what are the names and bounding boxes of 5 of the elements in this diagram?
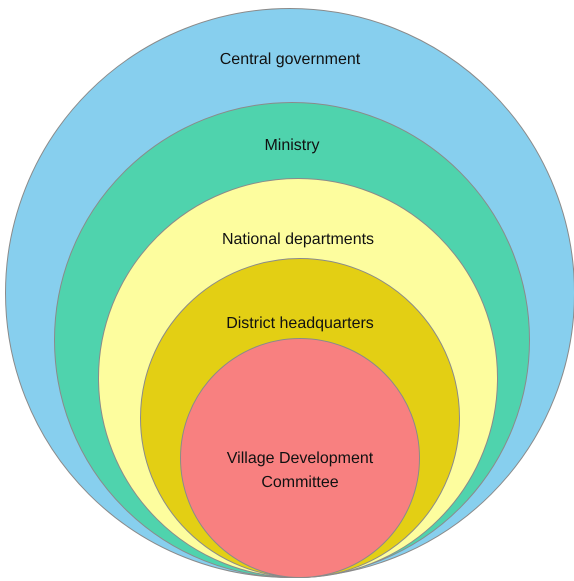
circle-label: Central government [220, 51, 360, 69]
circle-label: National departments [222, 231, 374, 249]
circle-label: Ministry [264, 137, 320, 155]
circle-label: District headquarters [226, 315, 374, 333]
circle-label: Village Development Committee [226, 449, 374, 493]
